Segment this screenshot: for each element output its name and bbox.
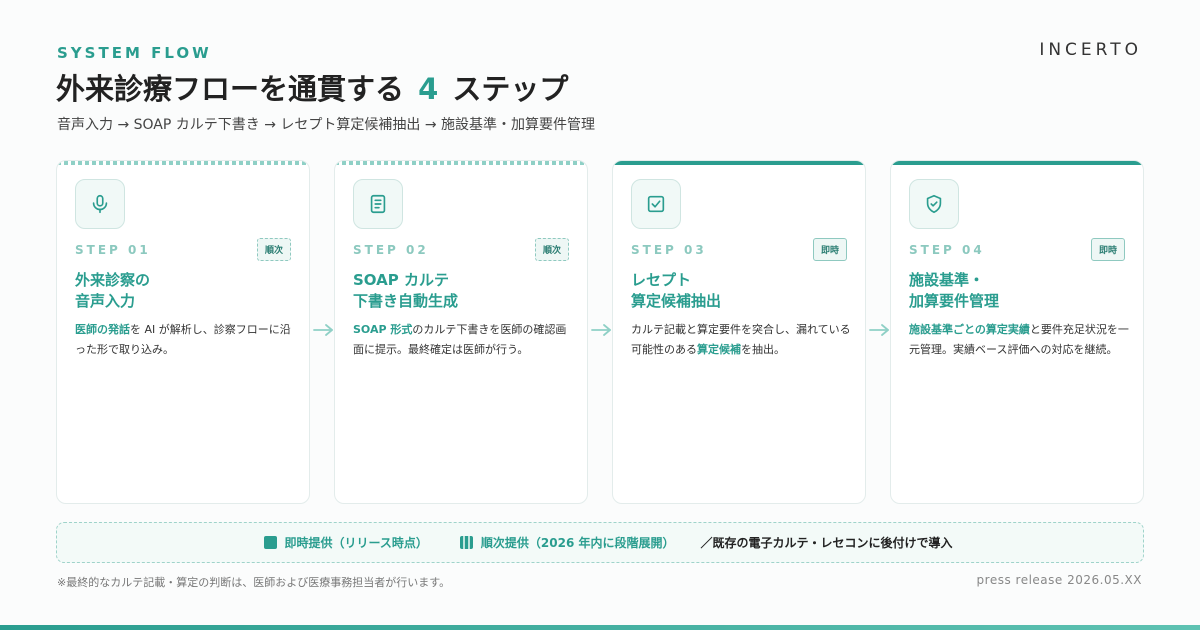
checkbox-icon — [631, 179, 681, 229]
footnote: ※最終的なカルテ記載・算定の判断は、医師および医療事務担当者が行います。 — [57, 576, 451, 589]
desc-highlight: 算定候補 — [697, 343, 741, 356]
page-subtitle: 音声入力 → SOAP カルテ下書き → レセプト算定候補抽出 → 施設基準・加… — [57, 117, 596, 133]
desc-text: を抽出。 — [741, 343, 785, 356]
kicker: SYSTEM FLOW — [57, 44, 212, 62]
step-label: STEP 03 — [631, 243, 707, 257]
press-date: press release 2026.05.XX — [976, 573, 1142, 587]
step-cards: STEP 01 順次 外来診察の 音声入力 医師の発話を AI が解析し、診察フ… — [56, 160, 1144, 504]
card-top-bar — [891, 161, 1143, 165]
desc-highlight: 医師の発話 — [75, 323, 130, 336]
desc-text: のカルテ下書きを医師の確認画面に提示。最終確定は医師が行う。 — [353, 323, 567, 356]
step-card-3: STEP 03 即時 レセプト 算定候補抽出 カルテ記載と算定要件を突合し、漏れ… — [612, 160, 866, 504]
card-top-bar — [57, 161, 309, 165]
step-label: STEP 02 — [353, 243, 429, 257]
step-card-2: STEP 02 順次 SOAP カルテ 下書き自動生成 SOAP 形式のカルテ下… — [334, 160, 588, 504]
desc-highlight: 施設基準ごとの算定実績 — [909, 323, 1030, 336]
legend-label: 即時提供（リリース時点） — [284, 536, 428, 550]
card-top-bar — [613, 161, 865, 165]
legend: 即時提供（リリース時点） 順次提供（2026 年内に段階展開） ／既存の電子カル… — [56, 522, 1144, 563]
title-main: 外来診療フローを通貫する — [56, 72, 405, 106]
step-description: 医師の発話を AI が解析し、診察フローに沿った形で取り込み。 — [75, 320, 297, 360]
shield-check-icon — [909, 179, 959, 229]
step-description: カルテ記載と算定要件を突合し、漏れている可能性のある算定候補を抽出。 — [631, 320, 853, 360]
arrow-right-icon — [313, 324, 333, 336]
step-description: 施設基準ごとの算定実績と要件充足状況を一元管理。実績ベース評価への対応を継続。 — [909, 320, 1131, 360]
status-badge: 順次 — [256, 238, 291, 261]
page-title: 外来診療フローを通貫する 4 ステップ — [56, 66, 568, 108]
title-tail: ステップ — [452, 72, 569, 106]
legend-swatch-seq — [459, 536, 473, 549]
document-icon — [353, 179, 403, 229]
desc-highlight: SOAP 形式 — [353, 323, 413, 336]
legend-swatch-now — [263, 536, 277, 549]
legend-note: ／既存の電子カルテ・レセコンに後付けで導入 — [700, 536, 953, 550]
desc-text: を AI が解析し、診察フローに沿った形で取り込み。 — [75, 323, 291, 356]
step-title: 施設基準・ 加算要件管理 — [909, 271, 1000, 310]
title-number: 4 — [418, 72, 439, 106]
legend-item-seq: 順次提供（2026 年内に段階展開） — [459, 534, 675, 551]
status-badge: 即時 — [812, 238, 847, 261]
legend-label: 順次提供（2026 年内に段階展開） — [480, 536, 675, 550]
step-title: レセプト 算定候補抽出 — [631, 271, 722, 310]
status-badge: 即時 — [1090, 238, 1125, 261]
legend-item-now: 即時提供（リリース時点） — [263, 534, 428, 551]
step-description: SOAP 形式のカルテ下書きを医師の確認画面に提示。最終確定は医師が行う。 — [353, 320, 575, 360]
bottom-accent-bar — [0, 625, 1200, 630]
desc-text: と要件充足状況を一元管理。実績ベース評価への対応を継続。 — [909, 323, 1129, 356]
step-card-4: STEP 04 即時 施設基準・ 加算要件管理 施設基準ごとの算定実績と要件充足… — [890, 160, 1144, 504]
desc-text: カルテ記載と算定要件を突合し、漏れている可能性のある — [631, 323, 851, 356]
logo: INCERTO — [1039, 40, 1142, 60]
arrow-right-icon — [591, 324, 611, 336]
step-label: STEP 01 — [75, 243, 151, 257]
status-badge: 順次 — [534, 238, 569, 261]
step-label: STEP 04 — [909, 243, 985, 257]
step-title: SOAP カルテ 下書き自動生成 — [353, 271, 459, 310]
step-title: 外来診察の 音声入力 — [75, 271, 151, 310]
microphone-icon — [75, 179, 125, 229]
arrow-right-icon — [869, 324, 889, 336]
card-top-bar — [335, 161, 587, 165]
step-card-1: STEP 01 順次 外来診察の 音声入力 医師の発話を AI が解析し、診察フ… — [56, 160, 310, 504]
